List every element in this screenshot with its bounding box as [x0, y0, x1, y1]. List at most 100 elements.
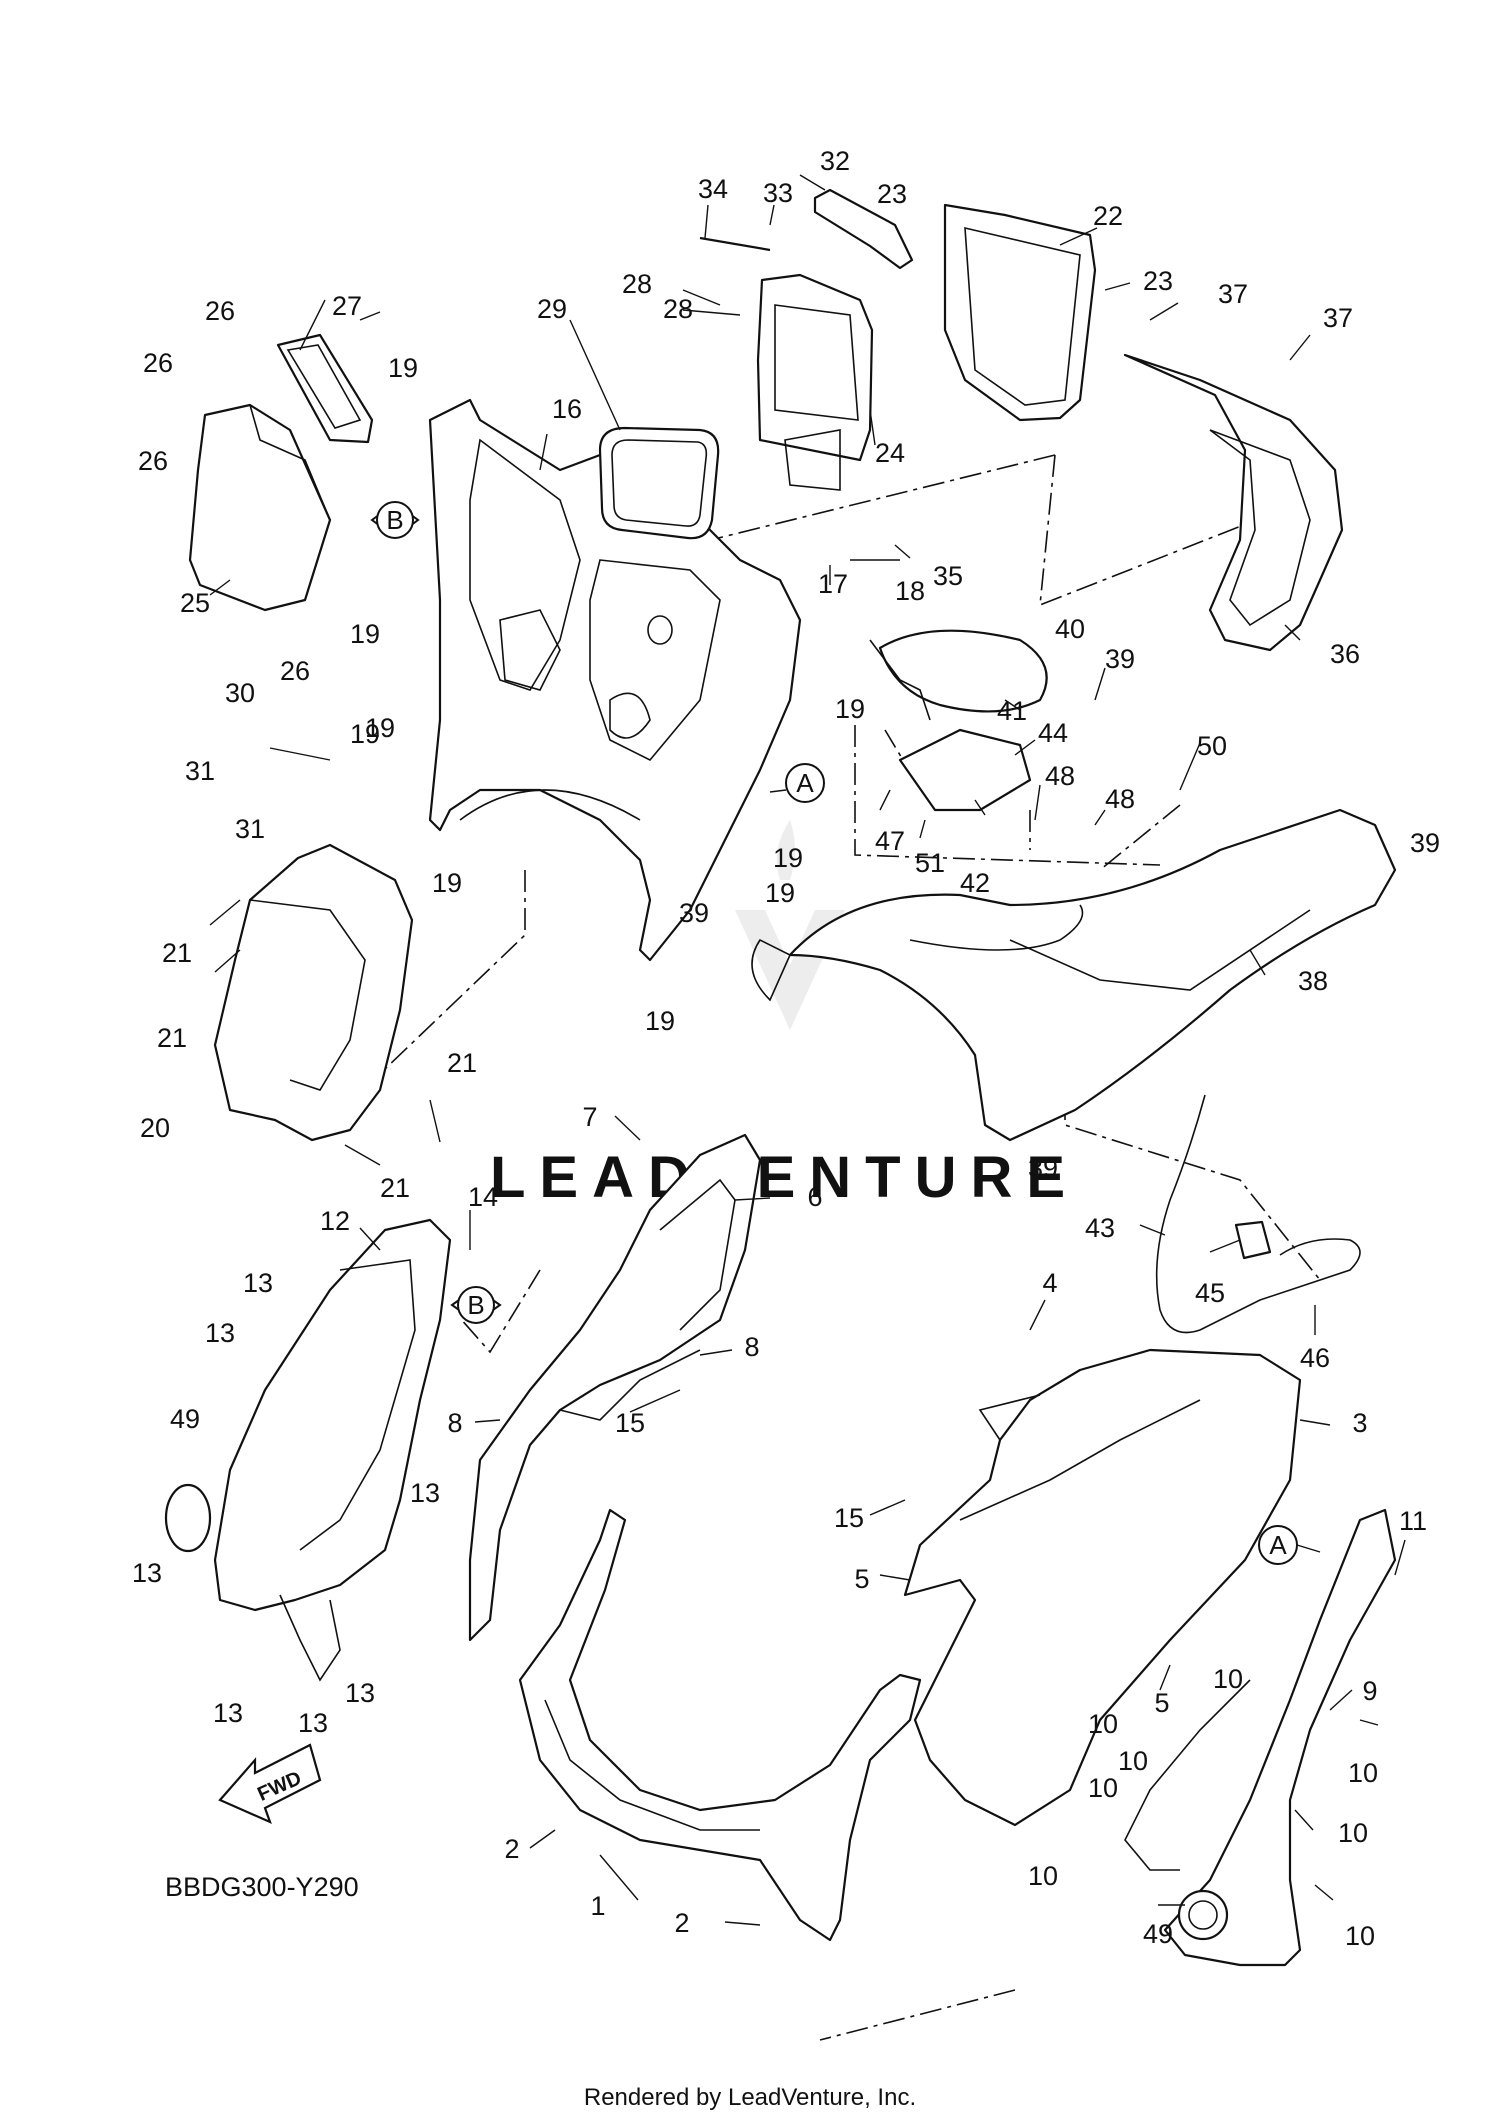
callout-19: 19	[388, 353, 418, 383]
callout-21: 21	[157, 1023, 187, 1053]
callout-40: 40	[1055, 614, 1085, 644]
callout-13: 13	[298, 1708, 328, 1738]
callout-41: 41	[997, 696, 1027, 726]
part-36-right-frame	[1123, 353, 1344, 652]
callout-32: 32	[820, 146, 850, 176]
callout-39: 39	[1410, 828, 1440, 858]
callout-27: 27	[332, 291, 362, 321]
callout-19: 19	[645, 1006, 675, 1036]
callout-26: 26	[138, 446, 168, 476]
part-1-lower-front-cover	[518, 1508, 922, 1942]
callout-36: 36	[1330, 639, 1360, 669]
part-40-lid	[869, 629, 1048, 721]
callout-35: 35	[933, 561, 963, 591]
callout-9: 9	[1362, 1676, 1377, 1706]
part-49-left-emblem	[164, 1483, 212, 1553]
callout-10: 10	[1028, 1861, 1058, 1891]
svg-text:A: A	[796, 768, 814, 798]
watermark-text: LEADVENTURE	[490, 1145, 1079, 1210]
callout-19: 19	[350, 619, 380, 649]
ref-tag-a-lower: A	[1258, 1525, 1321, 1565]
callout-4: 4	[1042, 1268, 1057, 1298]
callout-3: 3	[1352, 1408, 1367, 1438]
callout-49: 49	[170, 1404, 200, 1434]
callout-19: 19	[773, 843, 803, 873]
callout-26: 26	[143, 348, 173, 378]
callout-30: 30	[225, 678, 255, 708]
callout-15: 15	[615, 1408, 645, 1438]
callout-15: 15	[834, 1503, 864, 1533]
part-24-lid-frame	[756, 273, 874, 491]
part-44-bracket	[898, 728, 1032, 812]
callout-18: 18	[895, 576, 925, 606]
part-29-gasket	[598, 426, 720, 540]
ref-tag-b-lower: B	[450, 1286, 502, 1324]
callout-10: 10	[1088, 1709, 1118, 1739]
callout-49: 49	[1143, 1919, 1173, 1949]
callout-13: 13	[132, 1558, 162, 1588]
callout-26: 26	[280, 656, 310, 686]
diagram-code: BBDG300-Y290	[165, 1872, 359, 1902]
callout-16: 16	[552, 394, 582, 424]
callout-51: 51	[915, 848, 945, 878]
callout-13: 13	[243, 1268, 273, 1298]
callout-10: 10	[1338, 1818, 1368, 1848]
part-6-front-cover	[468, 1133, 762, 1642]
callout-13: 13	[213, 1698, 243, 1728]
callout-11: 11	[1399, 1506, 1427, 1536]
part-25-side-box	[188, 403, 332, 612]
callout-10: 10	[1345, 1921, 1375, 1951]
leader-lines	[209, 174, 1406, 1926]
callout-26: 26	[205, 296, 235, 326]
callout-19: 19	[432, 868, 462, 898]
callout-8: 8	[447, 1408, 462, 1438]
part-12-left-inner-cover	[213, 1218, 452, 1682]
callout-13: 13	[410, 1478, 440, 1508]
callout-20: 20	[140, 1113, 170, 1143]
callout-19: 19	[765, 878, 795, 908]
callout-2: 2	[504, 1834, 519, 1864]
callout-39: 39	[1105, 644, 1135, 674]
callout-22: 22	[1093, 201, 1123, 231]
callout-29: 29	[537, 294, 567, 324]
callout-12: 12	[320, 1206, 350, 1236]
callout-50: 50	[1197, 731, 1227, 761]
callout-28: 28	[663, 294, 693, 324]
callout-21: 21	[380, 1173, 410, 1203]
callout-23: 23	[877, 179, 907, 209]
callout-19: 19	[835, 694, 865, 724]
svg-text:A: A	[1269, 1530, 1287, 1560]
callout-37: 37	[1323, 303, 1353, 333]
svg-text:B: B	[467, 1290, 484, 1320]
ref-tag-b-upper: B	[370, 501, 420, 539]
part-43-cable	[1155, 1094, 1361, 1334]
callout-5: 5	[1154, 1688, 1169, 1718]
callout-10: 10	[1118, 1746, 1148, 1776]
callout-7: 7	[582, 1102, 597, 1132]
part-34-pin	[699, 236, 771, 252]
callout-39: 39	[679, 898, 709, 928]
callout-34: 34	[698, 174, 728, 204]
callout-43: 43	[1085, 1213, 1115, 1243]
callout-19: 19	[365, 713, 395, 743]
callout-25: 25	[180, 588, 210, 618]
callout-labels: 1 2 2 3 4 5 5 6 7 8 8 9 10 10 10 10 10 1…	[132, 146, 1440, 1951]
callout-2: 2	[674, 1908, 689, 1938]
callout-38: 38	[1298, 966, 1328, 996]
callout-45: 45	[1195, 1278, 1225, 1308]
callout-48: 48	[1105, 784, 1135, 814]
svg-text:B: B	[386, 505, 403, 535]
callout-42: 42	[960, 868, 990, 898]
callout-1: 1	[590, 1891, 605, 1921]
fwd-arrow-icon: FWD	[218, 1743, 322, 1825]
callout-37: 37	[1218, 279, 1248, 309]
part-3-right-side-panel	[903, 1348, 1302, 1827]
callout-14: 14	[468, 1182, 498, 1212]
callout-8: 8	[744, 1332, 759, 1362]
callout-46: 46	[1300, 1343, 1330, 1373]
callout-39: 39	[1028, 1153, 1058, 1183]
part-38-lower-front-panel	[751, 808, 1397, 1142]
part-9-right-lower-cover	[1124, 1508, 1397, 1967]
callout-17: 17	[818, 569, 848, 599]
